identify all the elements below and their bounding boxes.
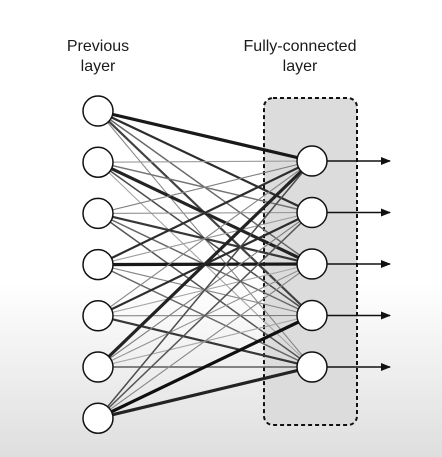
connection-7-1: [97, 160, 313, 419]
previous-layer-node-1: [82, 95, 114, 127]
connections: [96, 109, 314, 420]
output-arrows: [327, 157, 391, 371]
fully-connected-label-line1: Fully-connected: [243, 38, 357, 55]
connection-7-4: [97, 314, 313, 420]
fully-connected-node-2: [296, 196, 328, 229]
previous-layer-node-2: [82, 146, 114, 178]
fully-connected-node-4: [296, 299, 328, 332]
fully-connected-label-line2: layer: [282, 58, 318, 75]
previous-layer-nodes: [82, 95, 114, 434]
previous-layer-node-5: [82, 300, 114, 332]
previous-layer-node-7: [82, 402, 114, 434]
connection-4-1: [97, 160, 313, 266]
connection-2-1: [97, 160, 313, 163]
previous-layer-label-line1: Previous: [66, 38, 130, 55]
fully-connected-nodes: [296, 145, 328, 383]
previous-layer-node-3: [82, 197, 114, 230]
connection-5-1: [97, 160, 313, 317]
fully-connected-node-5: [296, 351, 328, 383]
previous-layer-label-line2: layer: [80, 58, 116, 75]
fully-connected-layer-label: Fully-connected layer: [225, 37, 375, 77]
previous-layer-label: Previous layer: [38, 37, 158, 77]
connection-1-1: [97, 109, 313, 163]
connection-3-1: [97, 160, 313, 214]
connection-7-3: [97, 263, 313, 419]
connection-7-2: [97, 211, 313, 419]
previous-layer-node-4: [82, 248, 114, 281]
connection-7-5: [97, 365, 313, 420]
fully-connected-node-3: [296, 248, 328, 280]
previous-layer-node-6: [82, 351, 114, 383]
connection-6-1: [96, 159, 314, 369]
fully-connected-node-1: [296, 145, 328, 177]
